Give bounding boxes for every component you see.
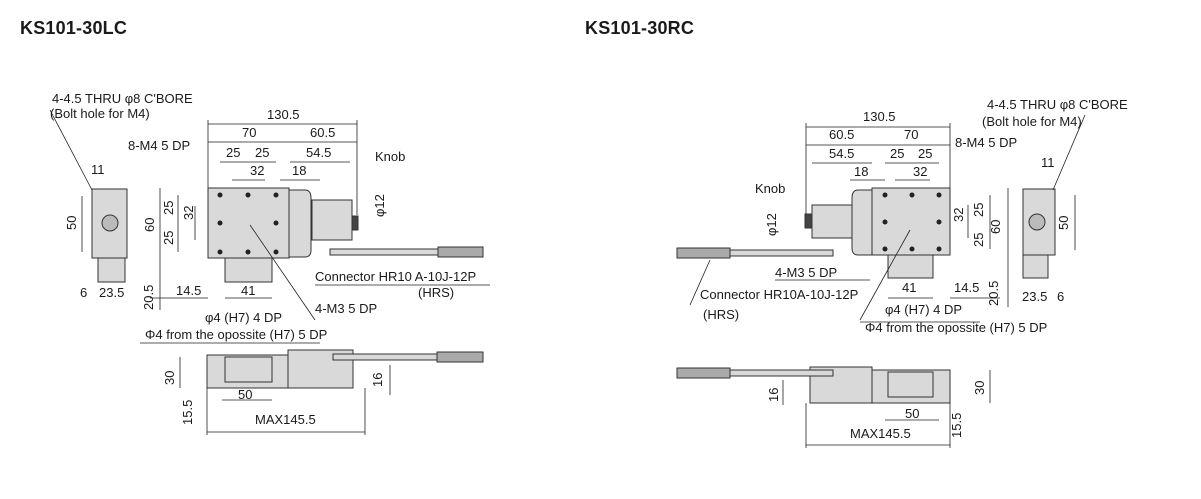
- left-pin-hole-spec: φ4 (H7) 4 DP: [205, 310, 283, 325]
- left-front-block: [224, 356, 273, 383]
- right-cable: [729, 249, 834, 257]
- left-motor-housing: [288, 189, 312, 258]
- left-dim-60v: 60: [142, 217, 157, 232]
- left-connector: [437, 246, 484, 258]
- left-dim-60-5: 60.5: [310, 125, 336, 140]
- right-dim-32: 32: [913, 164, 928, 179]
- left-dim-70: 70: [242, 125, 257, 140]
- right-connector-maker: (HRS): [703, 307, 740, 322]
- left-dim-max-145-5: MAX145.5: [255, 412, 316, 427]
- right-dim-32v: 32: [951, 207, 966, 222]
- left-dim-130-5: 130.5: [267, 107, 300, 122]
- right-dim-54-5: 54.5: [829, 146, 855, 161]
- right-dim-11: 11: [1041, 155, 1055, 170]
- right-dim-25v1: 25: [971, 202, 986, 217]
- left-dim-16: 16: [370, 372, 385, 387]
- right-dim-41: 41: [902, 280, 917, 295]
- left-dim-25b: 25: [255, 145, 270, 160]
- right-dim-20-5: 20.5: [986, 280, 1001, 306]
- right-dim-50: 50: [905, 406, 920, 421]
- right-dim-60-5: 60.5: [829, 127, 855, 142]
- right-dim-25v2: 25: [971, 232, 986, 247]
- right-m4-tap-spec: 8-M4 5 DP: [955, 135, 1018, 150]
- right-pin-hole-note: Φ4 from the opossite (H7) 5 DP: [865, 320, 1048, 335]
- left-dim-18: 18: [292, 163, 307, 178]
- left-dim-25v1: 25: [161, 200, 176, 215]
- right-dim-25a: 25: [890, 146, 905, 161]
- left-connector-maker: (HRS): [418, 285, 455, 300]
- left-dim-25a: 25: [226, 145, 241, 160]
- left-dim-41: 41: [241, 283, 256, 298]
- left-dim-32v: 32: [181, 205, 196, 220]
- left-pin-hole-note: Φ4 from the opossite (H7) 5 DP: [145, 327, 328, 342]
- right-dim-6: 6: [1057, 289, 1065, 304]
- left-dim-20-5: 20.5: [141, 284, 156, 310]
- left-model-title: KS101-30LC: [20, 18, 128, 38]
- left-bolt-hole-spec: 4-4.5 THRU φ8 C'BORE: [52, 91, 193, 106]
- left-bottom-block: [224, 257, 273, 283]
- left-knob-label: Knob: [375, 149, 406, 164]
- right-dim-30: 30: [972, 380, 987, 395]
- right-bottom-block: [887, 254, 934, 279]
- left-dim-11: 11: [91, 162, 105, 177]
- left-dim-50v: 50: [64, 215, 79, 230]
- right-front-cable: [729, 369, 834, 377]
- left-dim-14-5: 14.5: [176, 283, 202, 298]
- right-dim-23-5: 23.5: [1022, 289, 1048, 304]
- left-front-cable: [332, 353, 438, 361]
- left-dim-23-5: 23.5: [99, 285, 125, 300]
- left-motor: [311, 199, 353, 241]
- left-dim-50: 50: [238, 387, 253, 402]
- right-dim-15-5: 15.5: [949, 412, 964, 438]
- right-knob: [804, 213, 813, 229]
- left-connector-label: Connector HR10 A-10J-12P: [315, 269, 477, 284]
- right-side-knob: [1028, 213, 1046, 231]
- right-dim-14-5: 14.5: [954, 280, 980, 295]
- left-dim-54-5: 54.5: [306, 145, 332, 160]
- left-side-knob: [101, 214, 119, 232]
- right-dim-phi12: φ12: [764, 213, 779, 236]
- right-bolt-hole-spec: 4-4.5 THRU φ8 C'BORE: [987, 97, 1128, 112]
- right-model-title: KS101-30RC: [585, 18, 695, 38]
- right-dim-18: 18: [854, 164, 869, 179]
- left-dim-30: 30: [162, 370, 177, 385]
- left-dim-6: 6: [80, 285, 88, 300]
- right-pin-hole-spec: φ4 (H7) 4 DP: [885, 302, 963, 317]
- right-front-connector: [676, 367, 731, 379]
- right-motor: [811, 204, 853, 239]
- right-motor-housing: [851, 189, 873, 256]
- left-m4-tap-spec: 8-M4 5 DP: [128, 138, 191, 153]
- right-side-lower: [1022, 254, 1049, 279]
- left-dim-phi12: φ12: [372, 194, 387, 217]
- right-knob-label: Knob: [755, 181, 786, 196]
- right-dim-25b: 25: [918, 146, 933, 161]
- right-dim-16: 16: [766, 387, 781, 402]
- right-m3-tap-spec: 4-M3 5 DP: [775, 265, 838, 280]
- right-connector-label: Connector HR10A-10J-12P: [700, 287, 859, 302]
- right-dim-50v: 50: [1056, 215, 1071, 230]
- right-dim-130-5: 130.5: [863, 109, 896, 124]
- left-dim-32: 32: [250, 163, 265, 178]
- left-dim-25v2: 25: [161, 230, 176, 245]
- left-cable: [329, 248, 439, 256]
- right-dim-60v: 60: [988, 219, 1003, 234]
- left-front-connector: [436, 351, 484, 363]
- left-dim-15-5: 15.5: [180, 399, 195, 425]
- left-knob: [351, 215, 359, 231]
- left-bolt-hole-note: (Bolt hole for M4): [50, 106, 150, 121]
- right-dim-max-145-5: MAX145.5: [850, 426, 911, 441]
- left-m3-tap-spec: 4-M3 5 DP: [315, 301, 378, 316]
- right-front-block: [887, 371, 934, 398]
- right-connector: [676, 247, 731, 259]
- left-side-lower: [97, 257, 126, 283]
- right-dim-70: 70: [904, 127, 919, 142]
- right-bolt-hole-note: (Bolt hole for M4): [982, 114, 1082, 129]
